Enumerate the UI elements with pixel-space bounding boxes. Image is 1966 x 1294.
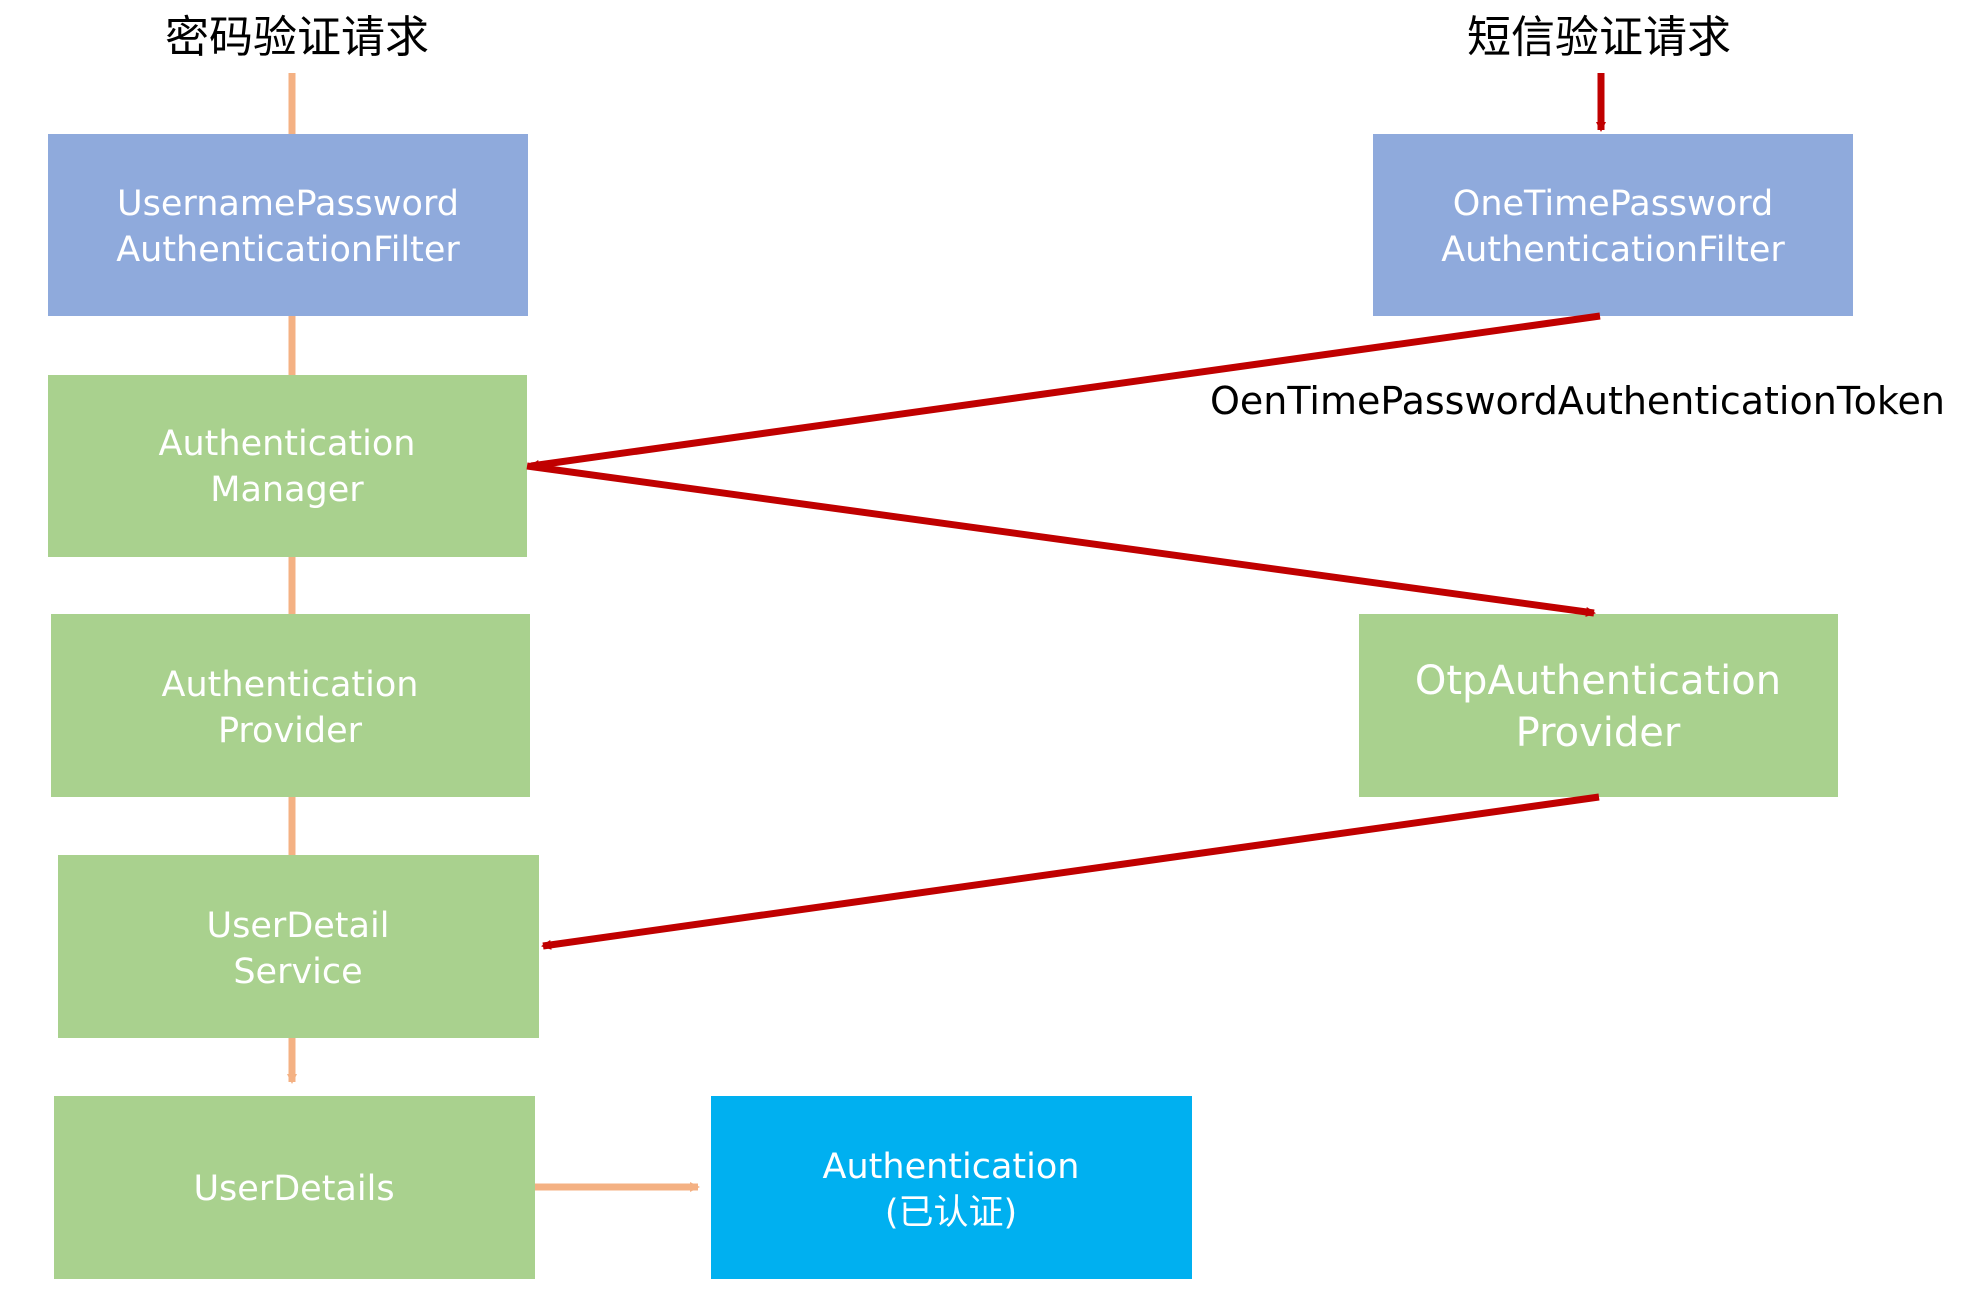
otp-provider-line1: OtpAuthentication xyxy=(1415,658,1781,704)
auth-provider-line1: Authentication xyxy=(162,665,419,705)
user-detail-service-line1: UserDetail xyxy=(207,906,390,946)
authentication-result-line2: (已认证) xyxy=(885,1193,1017,1233)
otp-provider-line2: Provider xyxy=(1516,710,1681,756)
otp-authentication-provider-box: OtpAuthentication Provider xyxy=(1359,614,1838,797)
username-password-filter-box: UsernamePassword AuthenticationFilter xyxy=(48,134,528,316)
auth-provider-line2: Provider xyxy=(218,711,363,751)
manager-to-otp-provider-arrow xyxy=(526,462,1596,617)
authentication-result-line1: Authentication xyxy=(823,1147,1080,1187)
auth-manager-line1: Authentication xyxy=(159,424,416,464)
authentication-result-box: Authentication (已认证) xyxy=(711,1096,1192,1279)
authentication-provider-box: Authentication Provider xyxy=(51,614,530,797)
user-detail-service-box: UserDetail Service xyxy=(58,855,539,1038)
otp-token-label: OenTimePasswordAuthenticationToken xyxy=(1210,379,1945,423)
password-request-title: 密码验证请求 xyxy=(165,12,429,63)
user-detail-service-line2: Service xyxy=(233,952,362,992)
otp-filter-line2: AuthenticationFilter xyxy=(1441,230,1785,270)
user-details-box: UserDetails xyxy=(54,1096,535,1279)
username-filter-line2: AuthenticationFilter xyxy=(116,230,460,270)
user-details-line1: UserDetails xyxy=(193,1169,394,1209)
otp-provider-to-userdetailservice-arrow xyxy=(541,793,1600,950)
sms-request-title: 短信验证请求 xyxy=(1467,12,1731,63)
username-filter-line1: UsernamePassword xyxy=(117,184,459,224)
authentication-manager-box: Authentication Manager xyxy=(48,375,527,557)
auth-manager-line2: Manager xyxy=(210,470,364,510)
otp-filter-line1: OneTimePassword xyxy=(1453,184,1773,224)
otp-filter-box: OneTimePassword AuthenticationFilter xyxy=(1373,134,1853,316)
otp-filter-to-manager-arrow xyxy=(529,312,1601,470)
